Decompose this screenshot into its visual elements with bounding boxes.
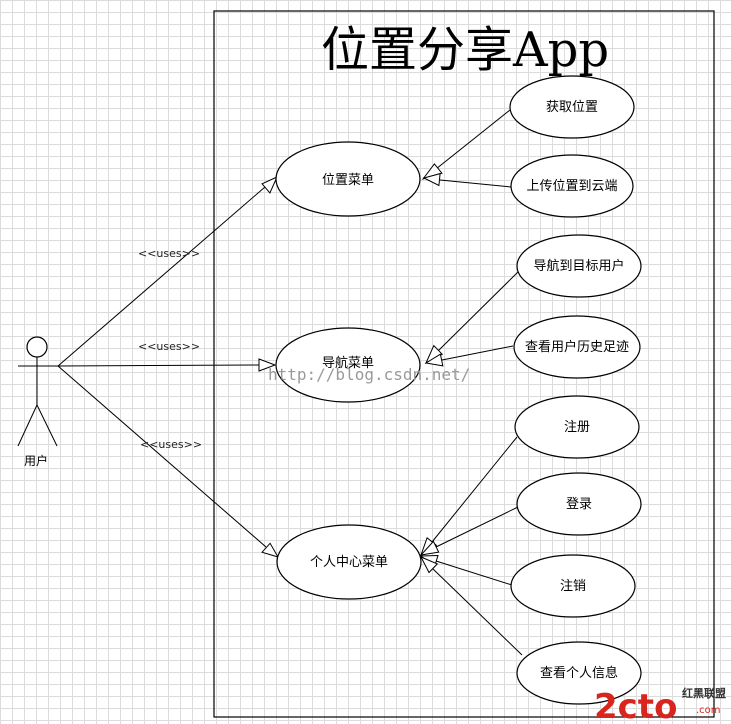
use-case-label: 获取位置 [546, 100, 598, 115]
extend-view-history [424, 345, 514, 367]
extend-navigate-user [424, 269, 521, 365]
menu-label: 导航菜单 [322, 355, 374, 371]
use-case-label: 登录 [566, 497, 592, 512]
extend-arrowhead [419, 556, 439, 574]
actor-head [26, 336, 48, 358]
use-case-register[interactable]: 注册 [514, 395, 640, 459]
use-case-login[interactable]: 登录 [516, 472, 642, 536]
extend-line [435, 560, 516, 587]
menu-label: 个人中心菜单 [310, 555, 388, 570]
extend-register [420, 436, 518, 557]
site-logo: 2cto 红黑联盟 .com [594, 686, 726, 724]
extend-line [439, 179, 512, 188]
use-case-label: 查看个人信息 [540, 665, 618, 681]
extend-line [435, 109, 511, 170]
extend-arrowhead [419, 540, 440, 556]
association-to-menu-personal [57, 365, 280, 558]
extend-line [431, 567, 523, 656]
use-case-navigate-to-user[interactable]: 导航到目标用户 [516, 234, 642, 298]
menu-navigation[interactable]: 导航菜单 [275, 327, 421, 403]
uses-label: <<uses>> [138, 340, 200, 353]
association-to-menu-location [57, 175, 278, 367]
use-case-label: 导航到目标用户 [533, 258, 624, 274]
use-case-ellipse [510, 554, 636, 618]
menu-ellipse [275, 141, 421, 217]
extend-line [441, 345, 514, 361]
use-case-label: 注册 [564, 420, 590, 435]
logo-main-text: 2cto [594, 687, 677, 724]
association-arrowhead [261, 542, 280, 558]
association-to-menu-navigation [57, 358, 277, 372]
extend-line [431, 436, 518, 543]
use-case-logout[interactable]: 注销 [510, 554, 636, 618]
use-case-ellipse [516, 472, 642, 536]
use-case-ellipse [510, 154, 634, 218]
association-line [57, 186, 266, 367]
extend-login [419, 506, 519, 556]
use-case-view-history[interactable]: 查看用户历史足迹 [513, 315, 641, 379]
use-case-ellipse [516, 641, 642, 705]
actor-label: 用户 [24, 453, 48, 468]
logo-sub-text: .com [696, 705, 721, 716]
system-boundary [213, 10, 715, 718]
use-case-ellipse [514, 395, 640, 459]
extend-upload-location [422, 172, 512, 188]
actor-right-leg [36, 404, 58, 447]
uses-label: <<uses>> [138, 247, 200, 260]
association-line [57, 365, 267, 548]
watermark-url: http://blog.csdn.net/ [268, 365, 470, 384]
uses-label: <<uses>> [140, 438, 202, 451]
menu-location[interactable]: 位置菜单 [275, 141, 421, 217]
use-case-ellipse [509, 75, 635, 139]
logo-brand-text: 红黑联盟 [682, 686, 726, 700]
use-case-label: 查看用户历史足迹 [525, 339, 629, 355]
system-title: 位置分享App [321, 22, 609, 78]
menu-ellipse [275, 327, 421, 403]
use-case-get-location[interactable]: 获取位置 [509, 75, 635, 139]
use-case-label: 注销 [560, 579, 586, 594]
extend-line [437, 269, 521, 352]
association-arrowhead [258, 358, 277, 372]
use-case-view-profile[interactable]: 查看个人信息 [516, 641, 642, 705]
actor-user[interactable]: 用户 [17, 336, 58, 468]
association-arrowhead [261, 175, 278, 194]
menu-ellipse [276, 524, 422, 600]
use-case-ellipse [513, 315, 641, 379]
actor-left-leg [17, 404, 38, 447]
extend-view-profile [419, 556, 523, 656]
menu-label: 位置菜单 [322, 173, 374, 188]
extend-get-location [421, 109, 511, 180]
use-case-upload-location[interactable]: 上传位置到云端 [510, 154, 634, 218]
association-line [57, 364, 260, 367]
extend-arrowhead [424, 353, 444, 367]
extend-arrowhead [422, 172, 441, 187]
menu-personal-center[interactable]: 个人中心菜单 [276, 524, 422, 600]
use-case-ellipse [516, 234, 642, 298]
extend-line [435, 506, 519, 548]
use-case-label: 上传位置到云端 [526, 179, 617, 194]
